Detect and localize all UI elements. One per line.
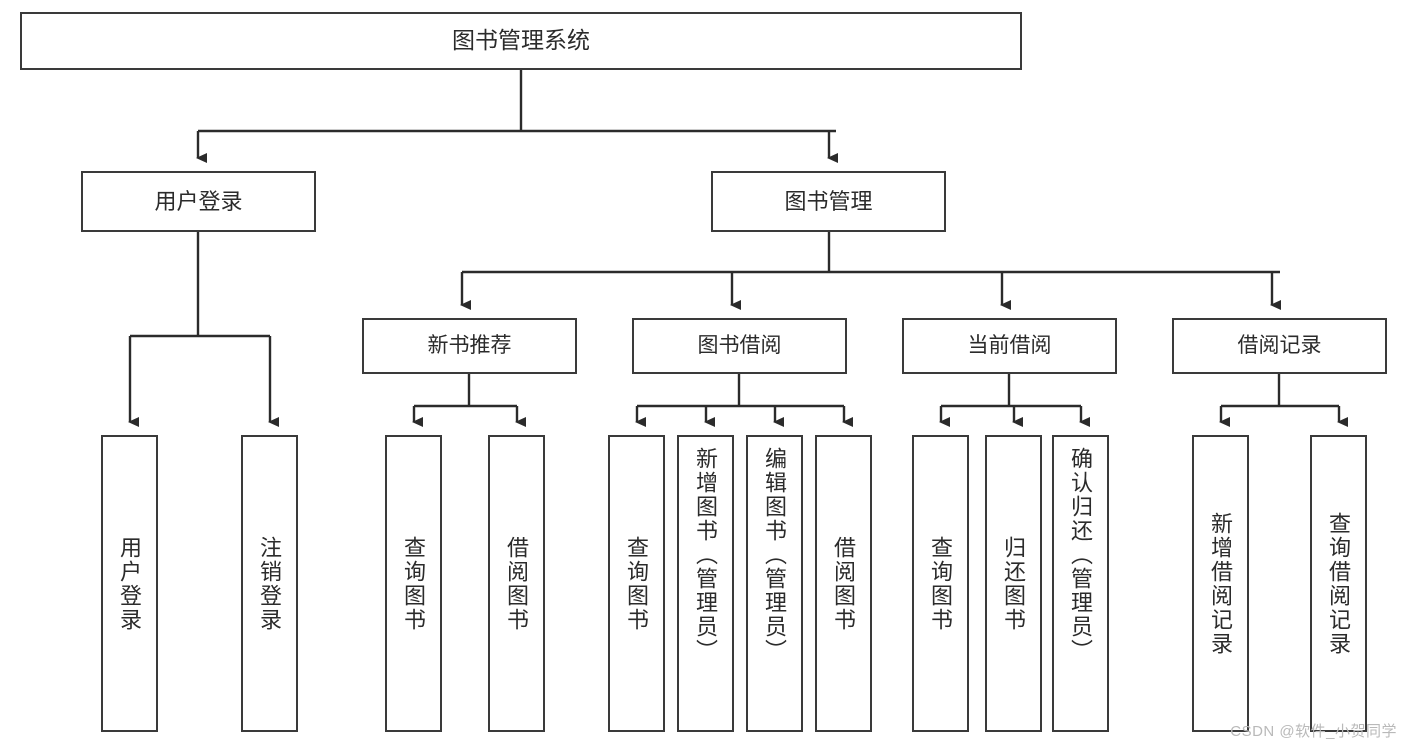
- node-root-label: 图书管理系统: [452, 27, 590, 54]
- leaf-query-book-2-label: 查询图书: [624, 535, 650, 632]
- leaf-return-book[interactable]: 归还图书: [985, 435, 1042, 732]
- node-borrow-record-label: 借阅记录: [1237, 333, 1322, 357]
- leaf-borrow-book-2-label: 借阅图书: [831, 535, 857, 632]
- leaf-add-record-label: 新增借阅记录: [1208, 511, 1234, 656]
- leaf-query-book-1-label: 查询图书: [401, 535, 427, 632]
- leaf-query-record-label: 查询借阅记录: [1326, 511, 1352, 656]
- node-book-borrow[interactable]: 图书借阅: [632, 318, 847, 374]
- leaf-user-login[interactable]: 用户登录: [101, 435, 158, 732]
- node-book-borrow-label: 图书借阅: [697, 333, 782, 357]
- leaf-logout-label: 注销登录: [257, 535, 283, 632]
- leaf-query-book-1[interactable]: 查询图书: [385, 435, 442, 732]
- node-borrow-record[interactable]: 借阅记录: [1172, 318, 1387, 374]
- node-user-login-label: 用户登录: [154, 188, 243, 214]
- node-user-login[interactable]: 用户登录: [81, 171, 316, 232]
- csdn-watermark: CSDN @软件_小贺同学: [1230, 723, 1397, 740]
- node-new-book-rec[interactable]: 新书推荐: [362, 318, 577, 374]
- leaf-confirm-return[interactable]: 确认归还（管理员）: [1052, 435, 1109, 732]
- leaf-borrow-book-1[interactable]: 借阅图书: [488, 435, 545, 732]
- node-new-book-rec-label: 新书推荐: [427, 333, 512, 357]
- leaf-query-book-3-label: 查询图书: [928, 535, 954, 632]
- leaf-add-record[interactable]: 新增借阅记录: [1192, 435, 1249, 732]
- leaf-borrow-book-1-label: 借阅图书: [504, 535, 530, 632]
- leaf-confirm-return-label: 确认归还（管理员）: [1068, 447, 1094, 663]
- node-root[interactable]: 图书管理系统: [20, 12, 1022, 70]
- leaf-return-book-label: 归还图书: [1001, 535, 1027, 632]
- leaf-query-book-3[interactable]: 查询图书: [912, 435, 969, 732]
- leaf-logout[interactable]: 注销登录: [241, 435, 298, 732]
- node-current-borrow-label: 当前借阅: [967, 333, 1052, 357]
- node-book-manage-label: 图书管理: [784, 188, 873, 214]
- leaf-add-book[interactable]: 新增图书（管理员）: [677, 435, 734, 732]
- leaf-edit-book-label: 编辑图书（管理员）: [762, 447, 788, 663]
- leaf-add-book-label: 新增图书（管理员）: [693, 447, 719, 663]
- leaf-query-book-2[interactable]: 查询图书: [608, 435, 665, 732]
- leaf-borrow-book-2[interactable]: 借阅图书: [815, 435, 872, 732]
- node-current-borrow[interactable]: 当前借阅: [902, 318, 1117, 374]
- leaf-query-record[interactable]: 查询借阅记录: [1310, 435, 1367, 732]
- node-book-manage[interactable]: 图书管理: [711, 171, 946, 232]
- leaf-edit-book[interactable]: 编辑图书（管理员）: [746, 435, 803, 732]
- leaf-user-login-label: 用户登录: [117, 535, 143, 632]
